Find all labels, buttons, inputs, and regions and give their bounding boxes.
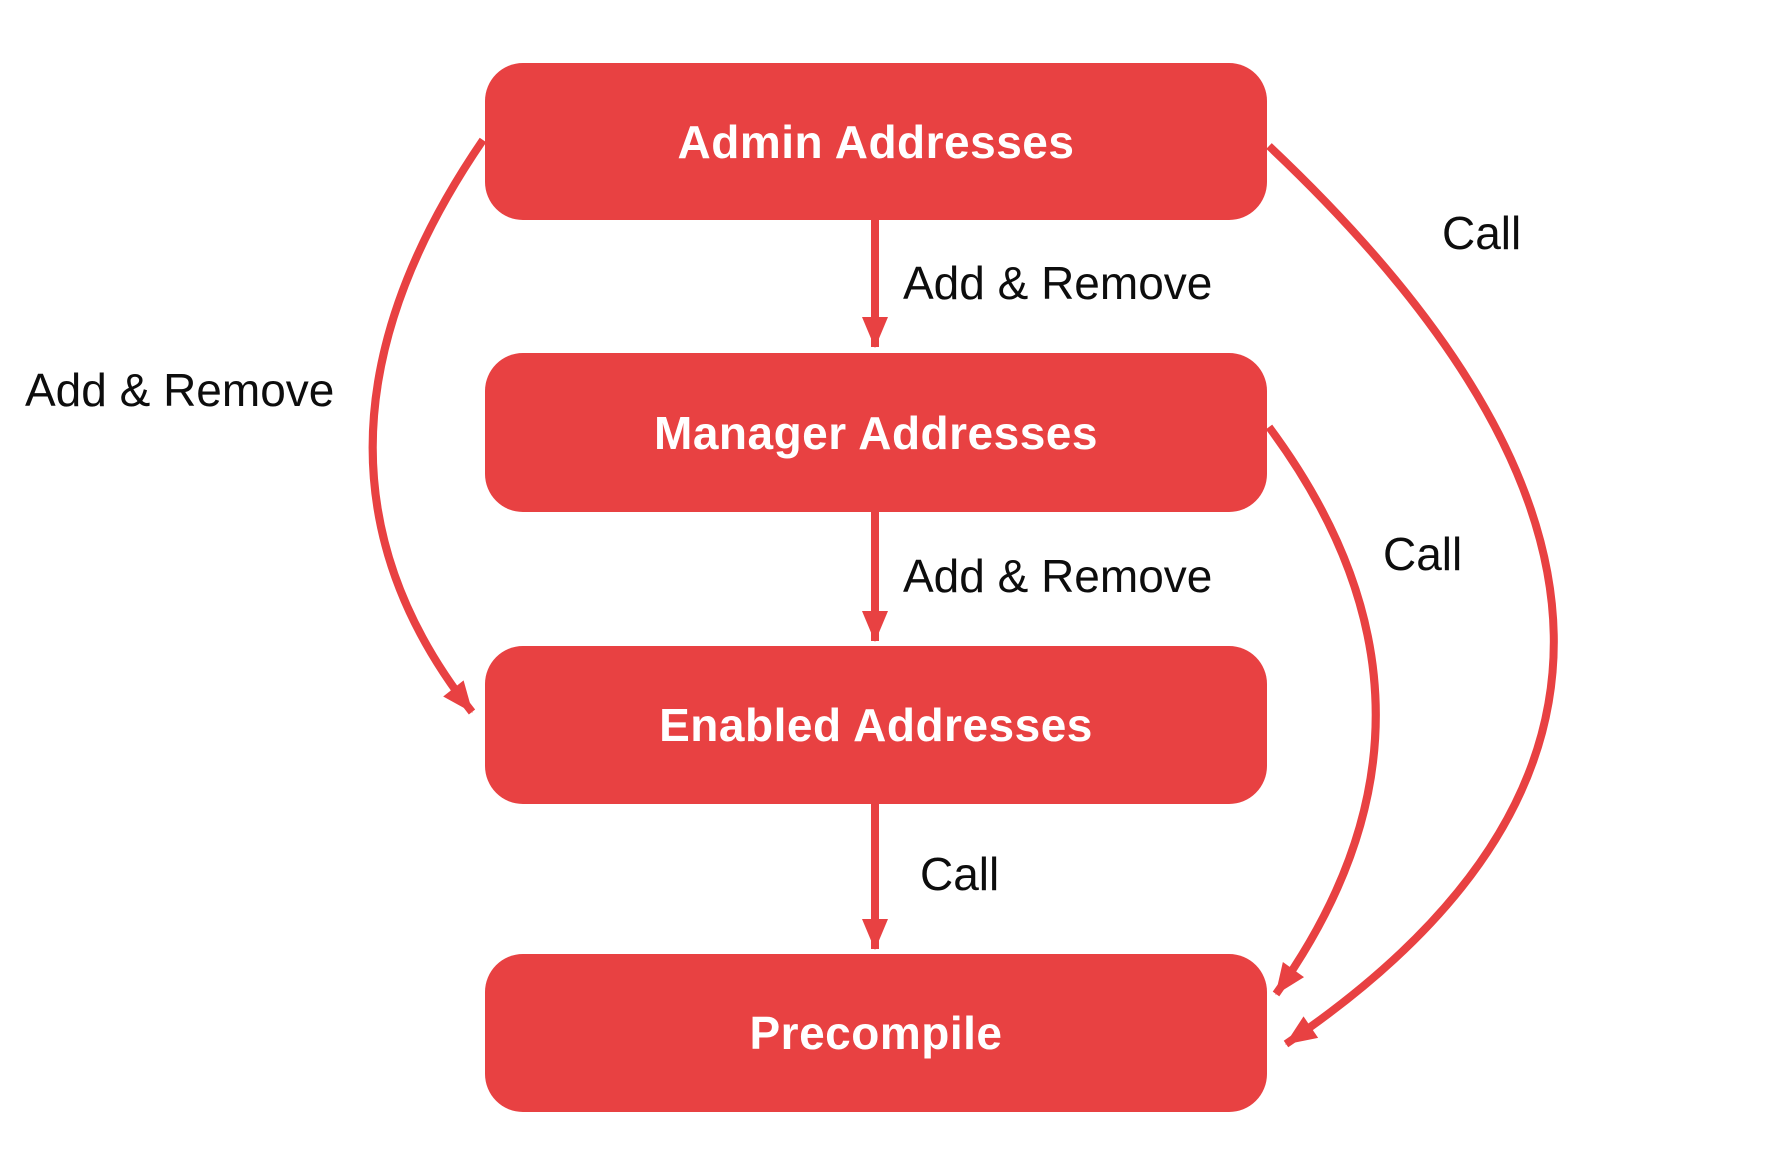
- edge-admin-to-enabled: [368, 137, 487, 715]
- edge-label-enabled-to-precompile: Call: [920, 848, 1000, 900]
- edge-label-admin-to-precompile: Call: [1442, 207, 1522, 259]
- node-manager-addresses: Manager Addresses: [485, 353, 1267, 512]
- node-enabled-addresses-label: Enabled Addresses: [659, 699, 1093, 751]
- edge-manager-to-precompile: [1265, 424, 1380, 997]
- edge-label-admin-to-manager: Add & Remove: [903, 257, 1213, 309]
- node-admin-addresses: Admin Addresses: [485, 63, 1267, 220]
- node-precompile-label: Precompile: [749, 1007, 1003, 1059]
- edge-label-manager-to-enabled: Add & Remove: [903, 550, 1213, 602]
- node-precompile: Precompile: [485, 954, 1267, 1112]
- edge-admin-to-precompile: [1266, 143, 1558, 1048]
- node-admin-addresses-label: Admin Addresses: [677, 115, 1075, 168]
- node-manager-addresses-label: Manager Addresses: [654, 406, 1098, 459]
- edge-label-manager-to-precompile: Call: [1383, 528, 1463, 580]
- node-enabled-addresses: Enabled Addresses: [485, 646, 1267, 804]
- edge-label-admin-to-enabled: Add & Remove: [25, 364, 335, 416]
